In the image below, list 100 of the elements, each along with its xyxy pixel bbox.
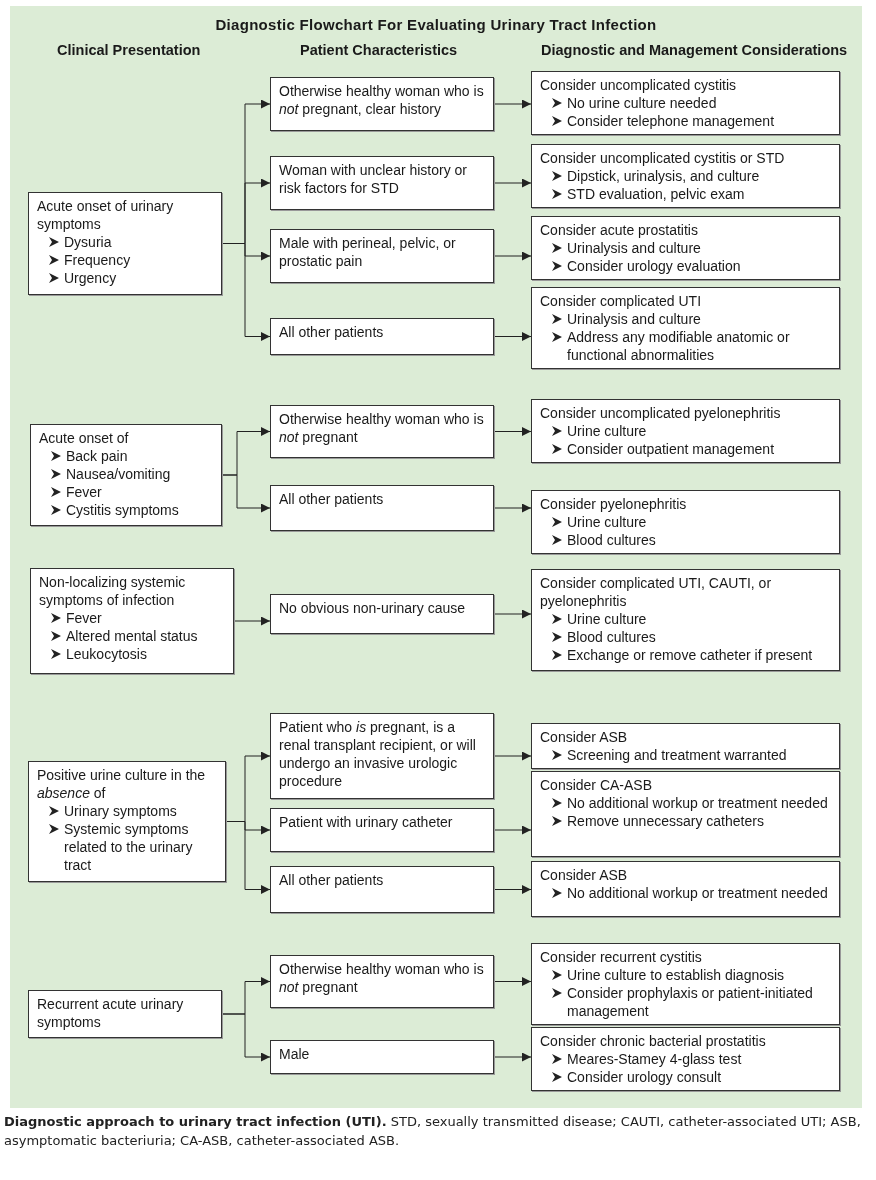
patient-box <box>270 594 494 634</box>
arrow <box>493 251 532 261</box>
node-text: Consider complicated UTI, CAUTI, or pyelonephritis <box>540 574 773 610</box>
bullet-text: Consider telephone management <box>567 112 775 130</box>
bullet-text: Exchange or remove catheter if present <box>567 646 813 664</box>
bullet-text: Remove unnecessary catheters <box>567 812 764 830</box>
bullet-text: Dysuria <box>64 233 112 251</box>
consideration-box <box>531 144 840 208</box>
consideration-box <box>531 943 840 1025</box>
node-text: Male with perineal, pelvic, or prostatic pain <box>279 234 457 270</box>
consideration-box <box>531 569 840 671</box>
consideration-box <box>531 287 840 369</box>
bullet-text: Cystitis symptoms <box>66 501 179 519</box>
arrow <box>493 609 532 619</box>
bullet-text: Fever <box>66 609 102 627</box>
node-text: No obvious non-urinary cause <box>279 599 466 617</box>
node-text: Consider CA-ASB <box>540 776 654 794</box>
bullet-text: Urinalysis and culture <box>567 239 701 257</box>
bullet-text: Screening and treatment warranted <box>567 746 787 764</box>
node-text: Consider pyelonephritis <box>540 495 688 513</box>
bullet-text: Consider prophylaxis or patient-initiated management <box>567 984 814 1020</box>
bullet-text: Systemic symptoms related to the urinary tract <box>64 820 194 874</box>
diagram-title: Diagnostic Flowchart For Evaluating Urinary Tract Infection <box>214 16 658 33</box>
node-text: Consider uncomplicated pyelonephritis <box>540 404 782 422</box>
node-text: Consider acute prostatitis <box>540 221 699 239</box>
node-text: Recurrent acute urinary symptoms <box>37 995 185 1031</box>
figure-caption: Diagnostic approach to urinary tract infection (UTI). STD, sexually transmitted disease; CAUTI, catheter-associated UTI; ASB, asymptomatic bacteriuria; CA-ASB, catheter-associated ASB. <box>4 1113 862 1150</box>
patient-box <box>270 156 494 210</box>
arrow <box>493 178 532 188</box>
arrow <box>493 99 532 109</box>
bullet-text: Back pain <box>66 447 128 465</box>
bullet-text: Urinalysis and culture <box>567 310 701 328</box>
consideration-box <box>531 1027 840 1091</box>
bullet-text: STD evaluation, pelvic exam <box>567 185 745 203</box>
bullet-text: Urine culture to establish diagnosis <box>567 966 785 984</box>
arrow <box>233 616 271 626</box>
node-text: Otherwise healthy woman who is not pregnant <box>279 960 485 996</box>
bullet-text: Meares-Stamey 4-glass test <box>567 1050 742 1068</box>
bullet-text: Altered mental status <box>66 627 198 645</box>
node-text: Non-localizing systemic symptoms of infection <box>39 573 187 609</box>
bullet-text: Blood cultures <box>567 531 656 549</box>
node-text: Consider ASB <box>540 728 629 746</box>
bullet-text: Urgency <box>64 269 117 287</box>
node-text: All other patients <box>279 323 385 341</box>
arrow <box>221 474 271 513</box>
node-text: Consider uncomplicated cystitis <box>540 76 738 94</box>
arrow <box>221 1013 271 1062</box>
patient-box <box>270 229 494 283</box>
arrow <box>493 1052 532 1062</box>
bullet-text: Frequency <box>64 251 131 269</box>
bullet-text: Consider outpatient management <box>567 440 775 458</box>
bullet-text: Blood cultures <box>567 628 656 646</box>
node-text: Woman with unclear history or risk factors for STD <box>279 161 469 197</box>
bullet-text: Dipstick, urinalysis, and culture <box>567 167 760 185</box>
node-text: All other patients <box>279 490 385 508</box>
consideration-box <box>531 399 840 463</box>
bullet-text: Urinary symptoms <box>64 802 177 820</box>
node-text: Otherwise healthy woman who is not pregnant <box>279 410 485 446</box>
node-text: Patient with urinary catheter <box>279 813 454 831</box>
presentation-box <box>28 990 222 1038</box>
patient-box <box>270 713 494 799</box>
bullet-text: Leukocytosis <box>66 645 147 663</box>
arrow <box>493 977 532 986</box>
node-text: Consider uncomplicated cystitis or STD <box>540 149 786 167</box>
node-text: Consider chronic bacterial prostatitis <box>540 1032 767 1050</box>
node-text: Positive urine culture in the absence of <box>37 766 207 802</box>
arrow <box>493 503 532 513</box>
bullet-text: Address any modifiable anatomic or functional abnormalities <box>567 328 791 364</box>
arrow <box>493 427 532 436</box>
patient-box <box>270 808 494 852</box>
bullet-text: No additional workup or treatment needed <box>567 794 828 812</box>
consideration-box <box>531 216 840 280</box>
consideration-box <box>531 771 840 857</box>
bullet-text: Fever <box>66 483 102 501</box>
node-text: Consider recurrent cystitis <box>540 948 703 966</box>
node-text: Male <box>279 1045 311 1063</box>
bullet-text: Nausea/vomiting <box>66 465 171 483</box>
node-text: Acute onset of <box>39 429 130 447</box>
patient-box <box>270 1040 494 1074</box>
patient-box <box>270 318 494 355</box>
column-header: Clinical Presentation <box>57 42 201 58</box>
bullet-text: Consider urology evaluation <box>567 257 741 275</box>
bullet-text: Urine culture <box>567 422 647 440</box>
presentation-box <box>28 192 222 295</box>
arrow <box>493 332 532 341</box>
bullet-text: Consider urology consult <box>567 1068 722 1086</box>
node-text: Patient who is pregnant, is a renal transplant recipient, or will undergo an invasive urologic procedure <box>279 718 477 790</box>
presentation-box <box>30 568 234 674</box>
patient-box <box>270 955 494 1008</box>
presentation-box <box>30 424 222 526</box>
node-text: All other patients <box>279 871 385 889</box>
consideration-box <box>531 71 840 135</box>
patient-box <box>270 485 494 531</box>
arrow <box>493 825 532 835</box>
column-header: Patient Characteristics <box>300 42 458 58</box>
arrow <box>493 751 532 761</box>
presentation-box <box>28 761 226 882</box>
bullet-text: Urine culture <box>567 610 647 628</box>
consideration-box <box>531 861 840 917</box>
node-text: Consider complicated UTI <box>540 292 703 310</box>
